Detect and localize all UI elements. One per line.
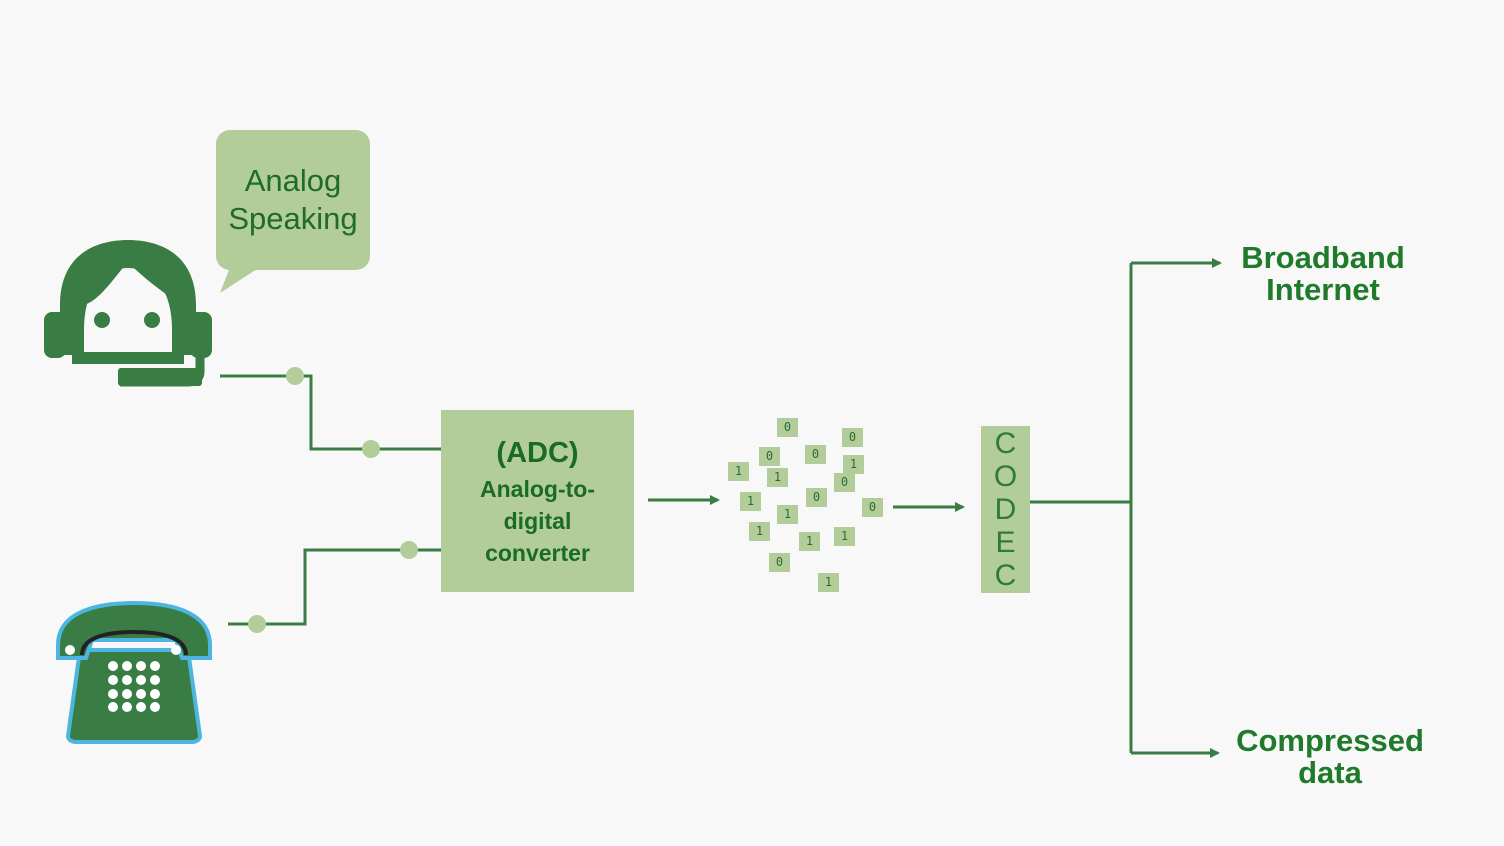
- adc-box: (ADC) Analog-to-digital converter: [441, 410, 634, 592]
- wire-node: [362, 440, 380, 458]
- bit: 0: [759, 447, 780, 466]
- bit: 0: [805, 445, 826, 464]
- compressed-line-2: data: [1298, 755, 1362, 790]
- analog-speaking-bubble: Analog Speaking: [216, 130, 370, 270]
- bubble-line-2: Speaking: [228, 201, 358, 236]
- wire-node: [248, 615, 266, 633]
- headset-agent-icon: [44, 240, 212, 387]
- codec-letter: C: [994, 427, 1017, 460]
- bit: 0: [806, 488, 827, 507]
- bubble-line-1: Analog: [244, 163, 342, 198]
- bit: 0: [777, 418, 798, 437]
- bit: 1: [843, 455, 864, 474]
- broadband-line-2: Internet: [1266, 272, 1380, 307]
- codec-letter: E: [995, 526, 1016, 559]
- telephone-icon: [56, 600, 212, 744]
- broadband-internet-label: Broadband Internet: [1228, 242, 1418, 306]
- codec-letter: O: [993, 460, 1018, 493]
- codec-letter: D: [994, 493, 1017, 526]
- compressed-data-label: Compressed data: [1225, 725, 1435, 789]
- bit: 1: [749, 522, 770, 541]
- bit: 1: [818, 573, 839, 592]
- headset-to-adc-wire: [220, 374, 441, 451]
- phone-to-adc-wire: [228, 548, 441, 626]
- bit: 0: [769, 553, 790, 572]
- bit: 1: [740, 492, 761, 511]
- bit: 0: [834, 473, 855, 492]
- bit: 1: [799, 532, 820, 551]
- bit: 1: [777, 505, 798, 524]
- adc-abbreviation: (ADC): [496, 437, 579, 469]
- bit: 0: [862, 498, 883, 517]
- codec-box: C O D E C: [981, 426, 1030, 593]
- adc-full-name: Analog-to-digital converter: [480, 476, 595, 566]
- bit: 1: [767, 468, 788, 487]
- compressed-line-1: Compressed: [1236, 723, 1424, 758]
- codec-letter: C: [994, 559, 1017, 592]
- broadband-line-1: Broadband: [1241, 240, 1405, 275]
- wire-node: [286, 367, 304, 385]
- bit: 1: [728, 462, 749, 481]
- bit: 1: [834, 527, 855, 546]
- bit: 0: [842, 428, 863, 447]
- wire-node: [400, 541, 418, 559]
